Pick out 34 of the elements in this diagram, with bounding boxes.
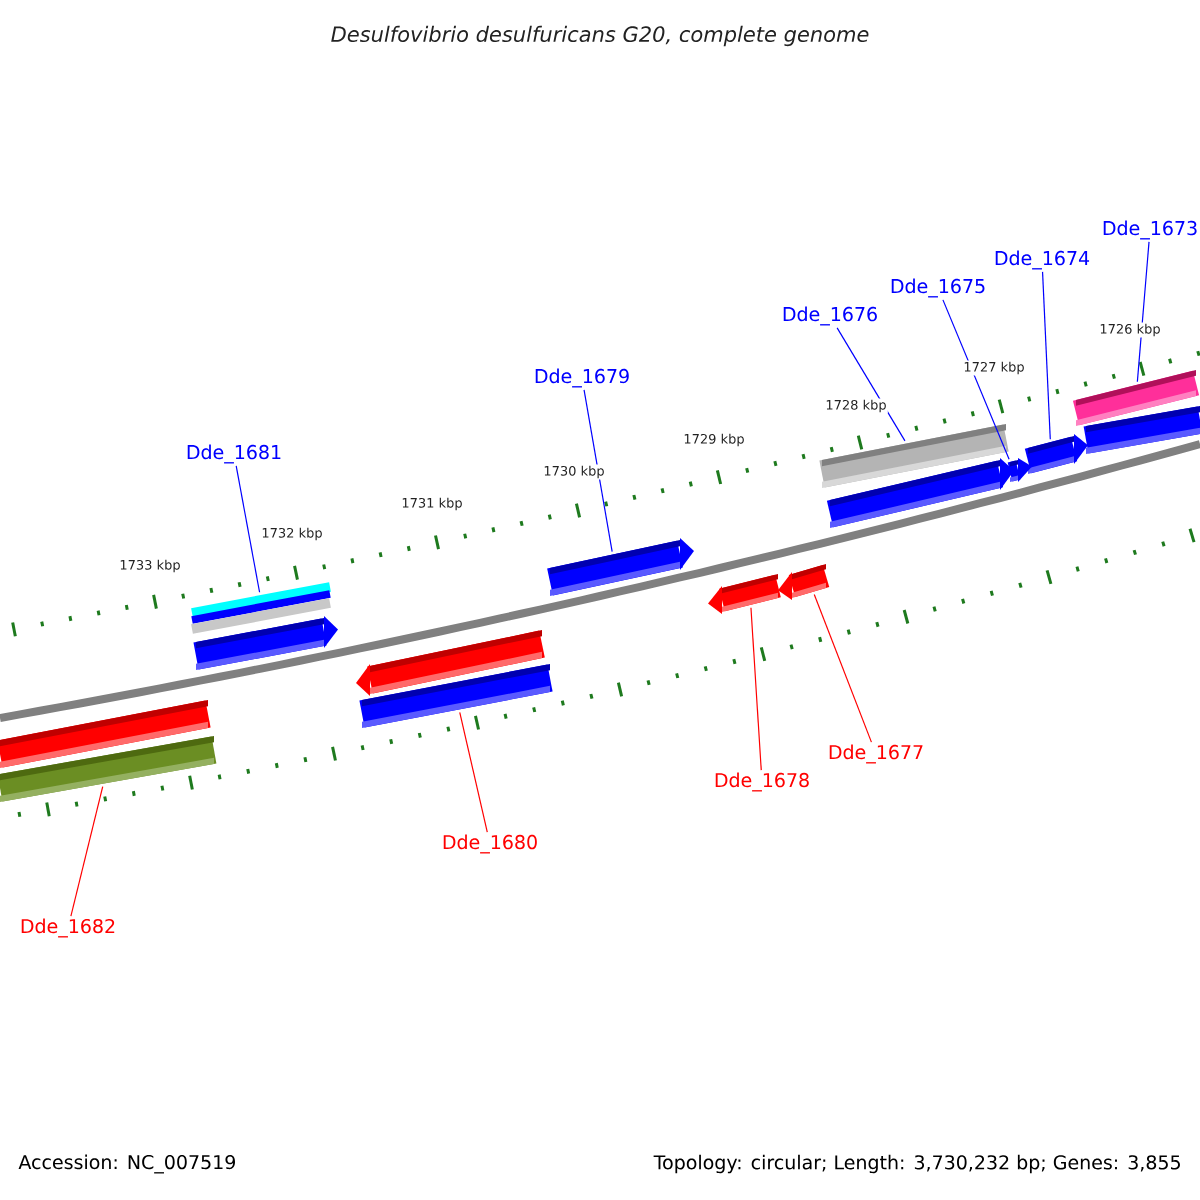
gene-block [193,616,338,670]
gene-label: Dde_1676 [783,306,877,326]
gene-label: Dde_1673 [1103,220,1197,240]
leader-line [1041,271,1051,440]
gene-label: Dde_1675 [891,278,985,298]
gene-block [708,574,781,614]
gene-label: Dde_1678 [715,772,809,792]
leader-line [942,299,1010,460]
gene-label: Dde_1674 [995,250,1090,270]
gene-bar [191,590,331,624]
title: Desulfovibrio desulfuricans G20, complete genome [331,25,869,47]
gene-block [826,458,1014,528]
gene-block [547,538,694,596]
leader-line [1136,241,1150,383]
leader-line [750,607,762,771]
gene-label: Dde_1681 [187,444,281,464]
gene-block [356,630,545,696]
gene-block [778,564,830,600]
leader-line [583,389,613,553]
gene-bar [191,598,331,634]
gene-bar [1083,406,1200,454]
gene-label: Dde_1680 [443,834,537,854]
leader-line [836,327,906,442]
leader-line [459,711,488,833]
gene-block [1024,434,1088,474]
footer-text: Topology: circular; Length: 3,730,232 bp; Genes: 3,855 [653,1154,1180,1174]
leader-line [813,594,873,743]
leader-line [235,465,261,593]
leader-line [70,785,104,917]
gene-label: Dde_1682 [21,918,115,938]
gene-bar [0,700,211,768]
footer-text: Accession: NC_007519 [18,1154,235,1174]
gene-label: Dde_1677 [829,744,923,764]
gene-label: Dde_1679 [535,368,629,388]
